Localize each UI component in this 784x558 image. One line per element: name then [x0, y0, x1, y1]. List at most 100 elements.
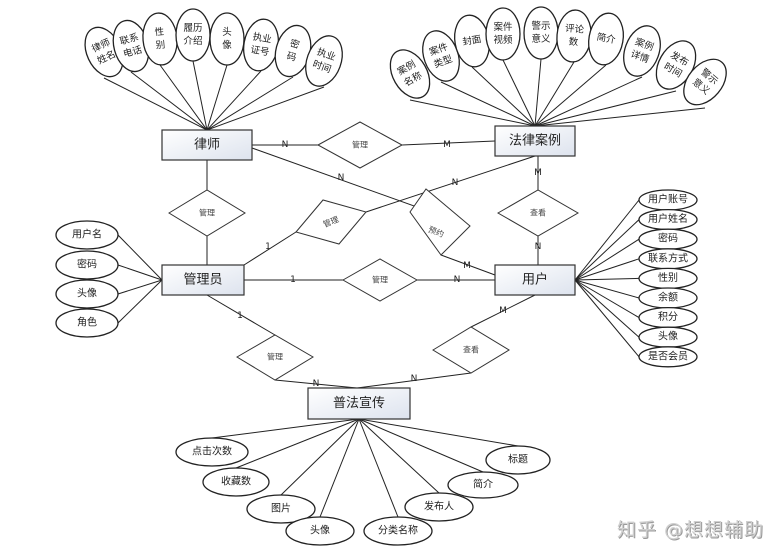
watermark: 知乎 @想想辅助	[616, 519, 764, 541]
attribute-connector	[574, 258, 640, 281]
attribute-promo: 分类名称	[363, 516, 433, 546]
attribute-user: 头像	[638, 326, 698, 348]
relationship-diamond	[168, 189, 246, 237]
attribute-lawyer: 密码	[274, 24, 312, 78]
attribute-label: 简介	[473, 478, 493, 491]
attribute-label: 密	[289, 37, 302, 51]
attribute-connector	[206, 76, 294, 131]
entity-box	[161, 264, 245, 296]
attribute-ellipse	[485, 445, 551, 475]
attribute-connector	[206, 86, 325, 131]
attribute-label: 视频	[493, 34, 513, 46]
relationship-case_user_view[interactable]: 查看	[496, 189, 580, 237]
attribute-label: 密码	[77, 258, 97, 271]
relationship-label: 管理	[199, 208, 215, 218]
attribute-label: 头像	[658, 331, 678, 343]
attribute-label: 标题	[508, 454, 528, 466]
attribute-connector	[358, 418, 440, 494]
attribute-connector	[574, 279, 640, 338]
attribute-label: 介绍	[183, 35, 202, 47]
attribute-case: 简介	[588, 12, 624, 66]
entity-promo[interactable]: 普法宣传	[307, 387, 411, 420]
attribute-connector	[358, 418, 399, 518]
attribute-label: 执业	[252, 31, 273, 46]
attribute-connector	[440, 81, 536, 127]
connector-line	[356, 372, 472, 389]
attribute-connector	[534, 64, 607, 127]
relationship-lawyer_case_manage[interactable]: 管理	[316, 121, 404, 169]
relationship-lawyer_user_reserve[interactable]: 预约	[409, 188, 471, 256]
attribute-label: 头像	[77, 288, 97, 300]
attribute-label: 头像	[310, 525, 330, 537]
attribute-ellipse	[175, 437, 249, 467]
attribute-connector	[574, 277, 640, 281]
cardinality-label: M	[534, 168, 542, 178]
entity-admin[interactable]: 管理员	[161, 264, 245, 296]
entity-user[interactable]: 用户	[494, 264, 576, 296]
relationship-diamond	[295, 199, 367, 245]
entity-lawyer[interactable]: 律师	[161, 129, 253, 161]
attribute-lawyer: 头像	[209, 12, 245, 66]
relationship-lawyer_admin_manage[interactable]: 管理	[168, 189, 246, 237]
cardinality-label: 1	[290, 275, 296, 285]
attribute-case: 评论数	[556, 9, 592, 63]
attribute-user: 联系方式	[638, 248, 698, 270]
attribute-label: 评论	[565, 22, 585, 36]
cardinality-label: N	[535, 242, 542, 252]
attribute-admin: 密码	[55, 250, 119, 280]
relationship-label: 管理	[267, 352, 283, 362]
entity-box	[161, 129, 253, 161]
attribute-label: 封面	[462, 33, 483, 48]
relationship-label: 查看	[463, 345, 479, 355]
relationship-diamond	[432, 326, 510, 374]
attribute-label: 余额	[658, 291, 678, 304]
relationship-user_promo_view[interactable]: 查看	[432, 326, 510, 374]
relationship-admin_promo_manage[interactable]: 管理	[236, 334, 314, 381]
attribute-label: 别	[155, 40, 165, 52]
entity-label: 用户	[522, 272, 548, 288]
relationship-diamond	[316, 121, 404, 169]
connector-line	[206, 294, 276, 336]
cardinality-label: N	[338, 173, 345, 183]
entity-label: 管理员	[183, 273, 222, 288]
attribute-connector	[319, 418, 360, 518]
attribute-label: 密码	[658, 232, 678, 245]
attribute-connector	[534, 90, 677, 127]
attribute-ellipse	[588, 12, 624, 66]
attribute-ellipse	[209, 12, 245, 66]
attribute-connector	[471, 66, 536, 127]
attribute-connector	[574, 199, 640, 281]
cardinality-label: N	[452, 178, 459, 188]
relationship-diamond	[236, 334, 314, 381]
attribute-ellipse	[55, 308, 119, 338]
attribute-ellipse	[246, 494, 316, 524]
attribute-label: 码	[285, 51, 297, 64]
attribute-ellipse	[623, 25, 661, 77]
connector-lines	[103, 58, 706, 518]
cardinality-label: N	[454, 275, 461, 285]
attribute-connector	[192, 60, 208, 131]
relationship-admin_user_manage[interactable]: 管理	[341, 258, 419, 302]
entity-case[interactable]: 法律案例	[494, 125, 576, 157]
connector-line	[401, 140, 496, 146]
entity-box	[307, 387, 411, 420]
relationship-admin_case_manage[interactable]: 管理	[295, 199, 367, 245]
attribute-label: 证号	[250, 44, 271, 58]
cardinality-label: 1	[265, 242, 271, 252]
attribute-admin: 角色	[55, 308, 119, 338]
connector-line	[274, 379, 358, 389]
attribute-connector	[574, 279, 640, 299]
attribute-connector	[235, 418, 360, 469]
attribute-ellipse	[523, 6, 559, 60]
entity-box	[494, 264, 576, 296]
attribute-label: 用户账号	[648, 193, 688, 206]
attribute-label: 联系	[119, 32, 140, 48]
attribute-label: 案件	[493, 21, 513, 33]
attribute-connector	[117, 264, 163, 281]
cardinality-label: N	[411, 374, 418, 384]
